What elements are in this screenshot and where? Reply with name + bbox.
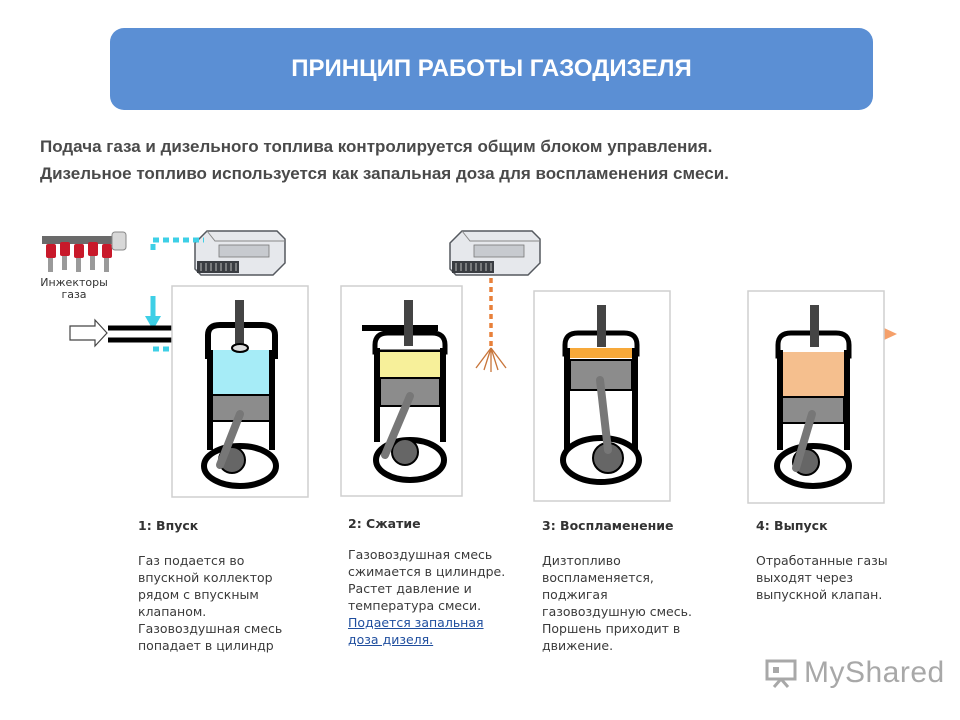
stage-3-title: 3: Воспламенение	[542, 518, 674, 533]
intro-line-2: Дизельное топливо используется как запал…	[40, 164, 729, 183]
stage-3-body: Дизтопливо воспламеняется, поджигая газо…	[542, 553, 692, 653]
intro-line-1: Подача газа и дизельного топлива контрол…	[40, 137, 713, 156]
stage-3-text: 3: Воспламенение Дизтопливо воспламеняет…	[542, 517, 727, 654]
logo-text: MyShared	[804, 656, 945, 689]
engine-stage-4	[747, 290, 885, 504]
myshared-logo[interactable]: MyShared	[764, 656, 945, 690]
injectors-label: Инжекторы газа	[40, 276, 108, 301]
stage-2-title: 2: Сжатие	[348, 516, 421, 531]
ecu-1-image	[194, 230, 286, 276]
engine-stage-3	[533, 290, 671, 502]
stage-1-body: Газ подается во впускной коллектор рядом…	[138, 553, 283, 653]
ecu-2-image	[449, 230, 541, 276]
title-banner: ПРИНЦИП РАБОТЫ ГАЗОДИЗЕЛЯ	[110, 28, 873, 110]
air-inlet-arrow	[69, 318, 175, 348]
stage-4-title: 4: Выпуск	[756, 518, 828, 533]
stage-2-body: Газовоздушная смесь сжимается в цилиндре…	[348, 547, 506, 613]
diesel-flow-arrow	[475, 278, 507, 372]
stage-2-text: 2: Сжатие Газовоздушная смесь сжимается …	[348, 515, 533, 648]
gas-injectors-image	[42, 231, 127, 272]
presentation-board-icon	[765, 659, 797, 688]
diesel-dose-link[interactable]: Подается запальная доза дизеля.	[348, 615, 484, 647]
stage-1-title: 1: Впуск	[138, 518, 199, 533]
engine-stage-2	[340, 285, 463, 497]
intro-text: Подача газа и дизельного топлива контрол…	[40, 133, 920, 187]
stage-1-text: 1: Впуск Газ подается во впускной коллек…	[138, 517, 318, 654]
stage-4-text: 4: Выпуск Отработанные газы выходят чере…	[756, 517, 926, 603]
page-title: ПРИНЦИП РАБОТЫ ГАЗОДИЗЕЛЯ	[291, 55, 692, 82]
stage-4-body: Отработанные газы выходят через выпускно…	[756, 553, 888, 602]
engine-stage-1	[171, 285, 309, 498]
